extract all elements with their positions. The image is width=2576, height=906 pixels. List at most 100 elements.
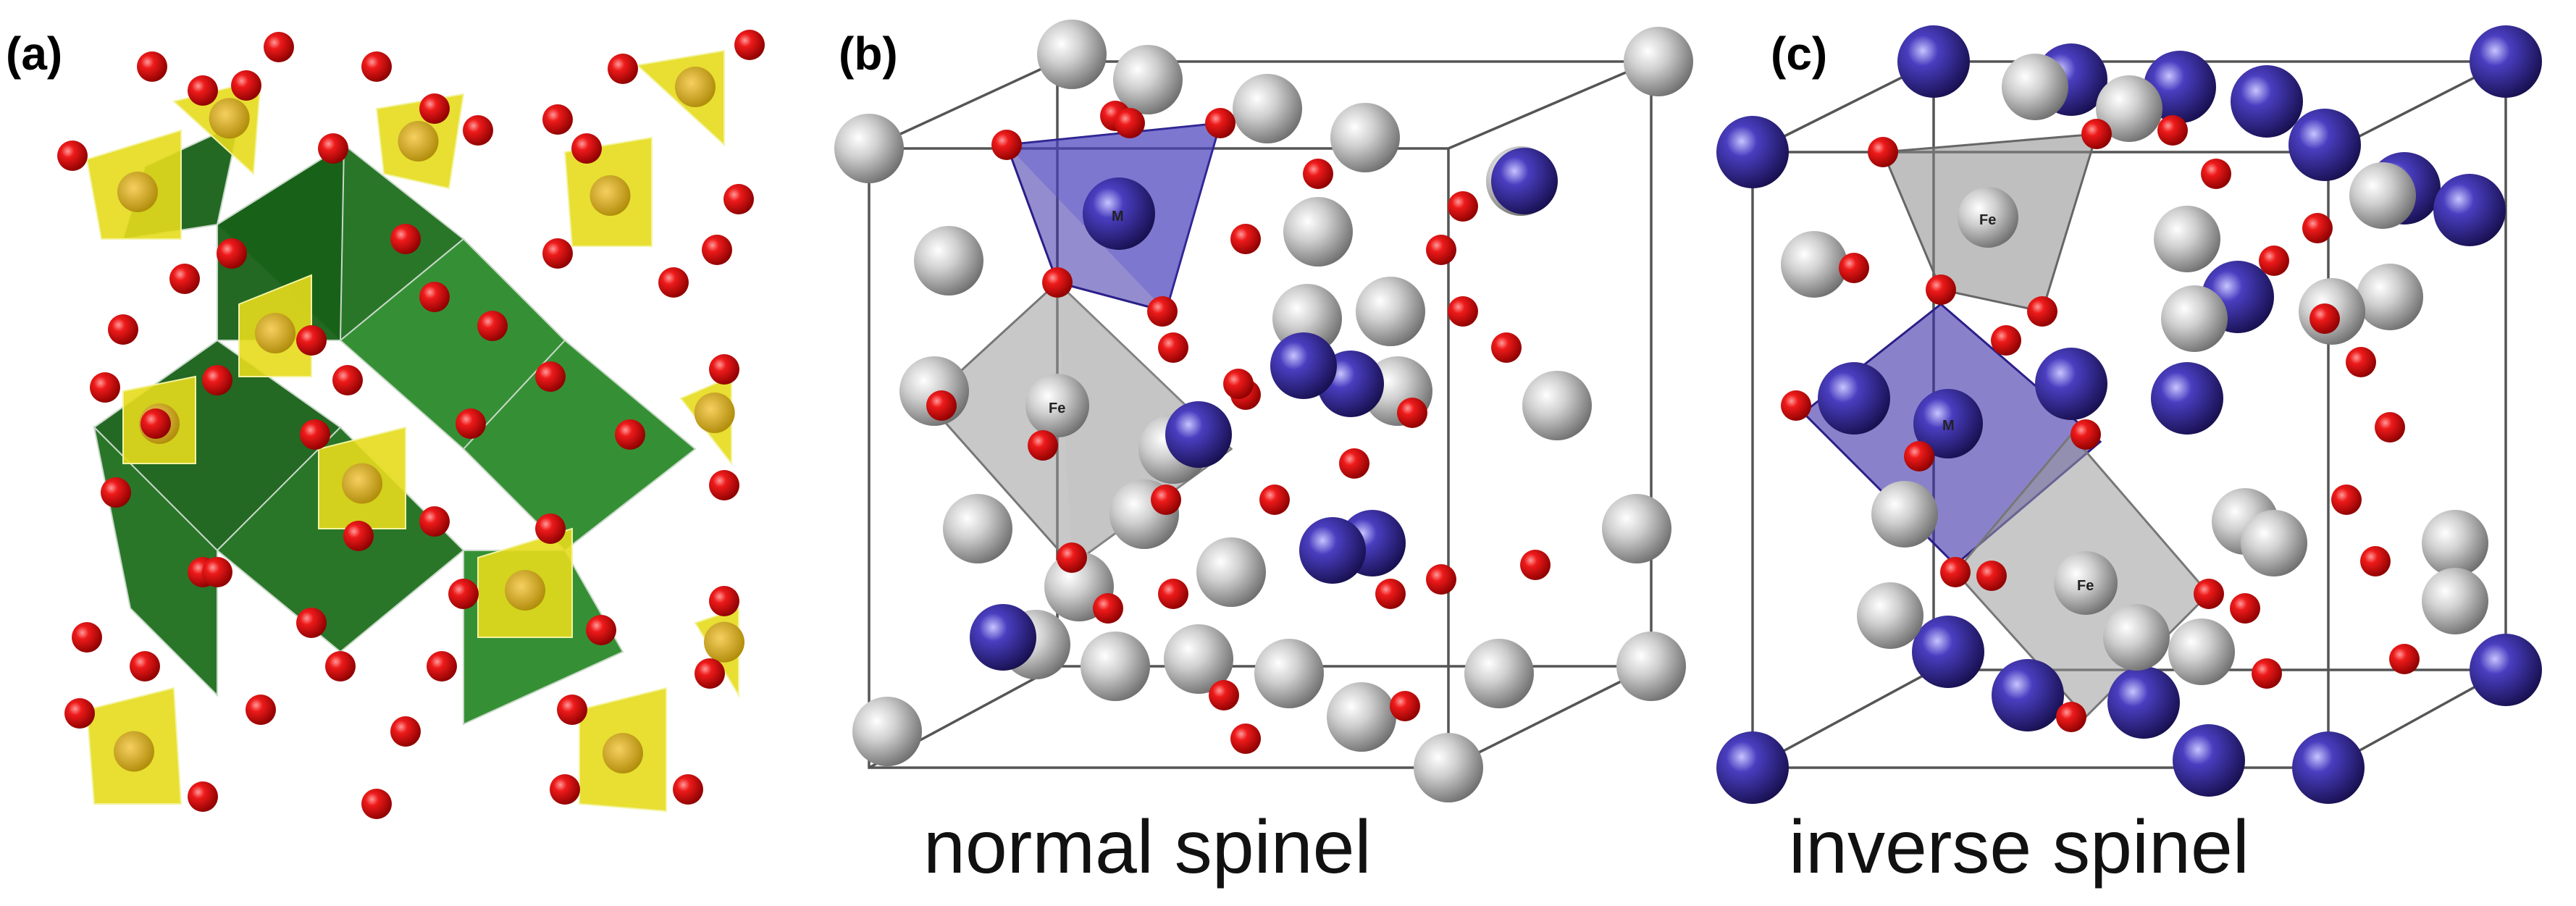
iron-atom (1327, 682, 1396, 752)
oxygen-atom (101, 477, 131, 508)
iron-label-b: Fe (1049, 400, 1065, 416)
oxygen-atom (202, 365, 232, 395)
oxygen-atom (1209, 680, 1239, 710)
metal-atom (1716, 731, 1789, 804)
oxygen-atom (1868, 137, 1898, 167)
atoms-c (1716, 25, 2542, 804)
iron-atom (2161, 285, 2228, 352)
oxygen-atom (2201, 159, 2231, 189)
oxygen-atom (1028, 430, 1058, 461)
metal-label-b: M (1112, 209, 1124, 225)
oxygen-atom (1940, 557, 1971, 587)
oxygen-atom (2027, 296, 2057, 327)
iron-atom (1871, 481, 1938, 548)
octahedron-face (462, 339, 697, 552)
metal-atom (2470, 25, 2542, 98)
oxygen-atom (1904, 441, 1934, 471)
oxygen-atom (1057, 542, 1087, 573)
iron-atom (1164, 624, 1233, 694)
metal-atom (2231, 65, 2303, 138)
oxygen-atom (448, 579, 479, 609)
oxygen-atom (2252, 658, 2282, 689)
iron-atom (1037, 20, 1107, 89)
iron-atom (2154, 206, 2220, 272)
oxygen-atom (390, 716, 421, 747)
oxygen-atom (1230, 224, 1261, 254)
oxygen-atom (137, 51, 167, 82)
metal-atom (2173, 724, 2245, 797)
oxygen-atom (658, 267, 689, 298)
oxygen-atom (140, 408, 171, 439)
oxygen-atom (702, 235, 732, 265)
oxygen-atom (361, 789, 392, 819)
metal-atom (1818, 362, 1890, 435)
iron-label-c-oct: Fe (2077, 578, 2094, 594)
oxygen-atom (1158, 579, 1188, 609)
oxygen-atom (1426, 564, 1456, 595)
metal-atom (2433, 174, 2506, 246)
oxygen-atom (343, 521, 374, 551)
panel-a: (a) (6, 28, 765, 819)
oxygen-atom (246, 695, 276, 725)
polyhedra-network (85, 49, 744, 813)
oxygen-atom (1339, 448, 1369, 479)
oxygen-atom (2081, 119, 2112, 149)
metal-atom (2292, 731, 2365, 804)
oxygen-atom (2375, 412, 2405, 442)
oxygen-atom (2194, 579, 2224, 609)
metal-atom (2151, 362, 2223, 435)
iron-atom (1196, 537, 1266, 607)
iron-atom (2002, 54, 2068, 120)
oxygen-atoms-a (57, 30, 765, 819)
iron-label-c-tet: Fe (1979, 212, 1996, 228)
oxygen-atom (427, 651, 457, 681)
oxygen-atom (361, 51, 392, 82)
metal-atom (1992, 659, 2064, 731)
tetrahedral-cation (675, 67, 716, 107)
oxygen-atom (1926, 274, 1956, 305)
oxygen-atom (709, 470, 739, 500)
oxygen-atom (72, 622, 102, 653)
oxygen-atom (2309, 303, 2340, 334)
metal-atom (1897, 25, 1970, 98)
oxygen-atom (608, 54, 638, 84)
tetrahedral-cation (603, 733, 643, 773)
oxygen-atom (1303, 159, 1333, 189)
iron-atom (2241, 510, 2307, 576)
iron-atom (1233, 74, 1302, 143)
metal-atom (2107, 666, 2180, 739)
oxygen-atom (1205, 108, 1235, 138)
oxygen-atom (264, 32, 294, 62)
oxygen-atom (991, 130, 1022, 160)
oxygen-atom (2360, 546, 2391, 576)
oxygen-atom (1448, 296, 1478, 327)
oxygen-atom (108, 314, 138, 345)
iron-atom (1330, 103, 1400, 172)
panel-a-label: (a) (6, 28, 62, 80)
metal-label-c: M (1942, 418, 1955, 434)
oxygen-atom (550, 774, 580, 805)
oxygen-atom (419, 282, 450, 312)
oxygen-atom (734, 30, 765, 60)
oxygen-atom (586, 615, 616, 645)
oxygen-atom (1426, 235, 1456, 265)
oxygen-atom (926, 390, 957, 421)
oxygen-atom (571, 133, 602, 164)
iron-atom (1283, 197, 1353, 267)
iron-atom (1464, 639, 1534, 708)
oxygen-atom (1781, 390, 1811, 421)
panel-b: (b) M Fe normal spinel (834, 20, 1693, 889)
metal-atom (1299, 517, 1366, 584)
iron-atom (1113, 45, 1183, 114)
oxygen-atom (318, 133, 348, 164)
iron-atom (1857, 582, 1923, 649)
iron-atom (914, 226, 983, 295)
tetrahedral-cation (117, 172, 158, 212)
oxygen-atom (296, 608, 327, 638)
iron-atom (852, 697, 922, 766)
iron-atom (2422, 510, 2488, 576)
metal-atom (2470, 634, 2542, 706)
oxygen-atom (1147, 296, 1178, 327)
metal-atom (2288, 109, 2361, 181)
tetrahedral-cation (505, 570, 545, 611)
